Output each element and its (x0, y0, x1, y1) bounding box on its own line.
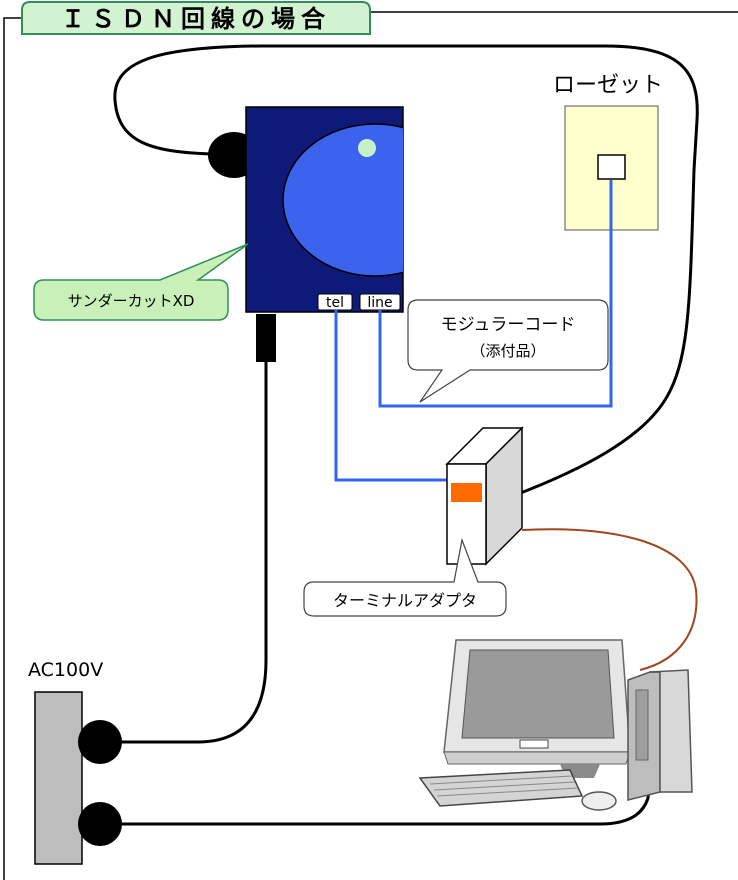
thundercut-device: tel line (245, 106, 404, 313)
ac-plug-bottom (78, 802, 122, 846)
line-port-text: line (367, 295, 392, 311)
ta-callout-shape (303, 537, 507, 617)
tel-cable (334, 310, 450, 482)
line-cable (378, 180, 613, 408)
computer (418, 639, 693, 811)
pc-tower-side (649, 669, 693, 793)
title-background (21, 1, 371, 35)
keyboard-keys (429, 775, 579, 797)
title-box: ＩＳＤＮ回線の場合 (21, 1, 371, 35)
page-title: ＩＳＤＮ回線の場合 (61, 5, 331, 33)
ta-label: ターミナルアダプタ (333, 591, 477, 610)
modular-cord-note: （添付品） (470, 342, 545, 360)
pc-power-cable (112, 779, 652, 826)
modular-cord-callout-shape (407, 299, 609, 403)
device-disc (282, 123, 403, 277)
ta-indicator (451, 483, 482, 502)
ta-power-cable (113, 44, 699, 496)
ac-label: AC100V (28, 659, 103, 681)
ac-power-strip (34, 691, 83, 865)
monitor-base-strip (443, 751, 631, 765)
device-cord-stub (256, 314, 276, 362)
ta-front (446, 463, 487, 565)
ta-callout: ターミナルアダプタ (303, 537, 507, 617)
rosette-label: ローゼット (553, 73, 663, 98)
device-ac-cable (112, 362, 268, 744)
device-label: サンダーカットXD (68, 292, 195, 310)
frame-border (3, 11, 738, 880)
tel-port-text: tel (326, 295, 344, 311)
modular-cord-label: モジュラーコード (441, 315, 576, 335)
monitor-panel (519, 739, 549, 749)
device-led (358, 139, 376, 157)
device-callout: サンダーカットXD (33, 243, 249, 321)
keyboard (418, 769, 584, 807)
device-callout-shape (33, 243, 249, 321)
mouse (581, 791, 617, 811)
rosette-jack (597, 154, 626, 180)
pc-tower-bay (635, 689, 649, 761)
terminal-adapter (445, 426, 524, 566)
ac-plug-top (78, 720, 122, 764)
monitor-screen (461, 649, 615, 739)
modular-cord-callout: モジュラーコード （添付品） (407, 299, 609, 403)
pc-cable (521, 528, 698, 671)
